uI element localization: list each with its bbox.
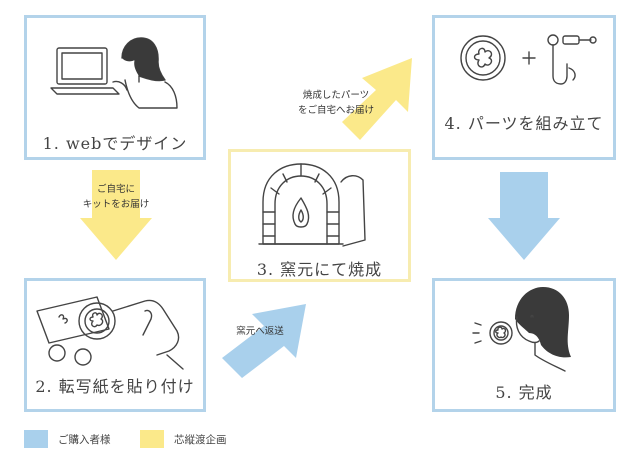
step-2-label: 2. 転写紙を貼り付け [35,377,195,396]
legend-company: 芯縦渡企画 [140,428,227,450]
kiln-with-fire-icon [258,163,366,247]
parts-delivery-line-2: をご自宅へお届け [297,105,374,116]
person-with-earring-icon [472,287,571,372]
step-3-box: 3. 窯元にて焼成 [228,149,411,282]
parts-delivery-text: 焼成したパーツ をご自宅へお届け [288,88,384,118]
step-2-box: 2. 転写紙を貼り付け [24,278,206,412]
legend-company-swatch [140,430,164,448]
kit-delivery-text: ご自宅に キットをお届け [66,182,166,212]
step-5-box: 5. 完成 [432,278,616,412]
step-5-label: 5. 完成 [495,383,553,402]
kit-delivery-line-1: ご自宅に [96,184,135,195]
person-with-laptop-icon [50,37,178,109]
step-4-label: 4. パーツを組み立て [444,114,604,133]
legend-buyer: ご購入者様 [24,428,111,450]
hand-stamp-transfer-icon [36,296,184,370]
step-1-label: 1. webでデザイン [42,134,188,153]
button-plus-earring-clip-icon [460,34,597,85]
yellow-arrow-diagonal [342,58,412,140]
kit-delivery-line-2: キットをお届け [82,199,150,210]
legend-buyer-label: ご購入者様 [58,433,111,446]
yellow-arrow-down [80,170,152,260]
legend-company-label: 芯縦渡企画 [174,433,227,446]
step-3-label: 3. 窯元にて焼成 [256,260,383,279]
step-4-box: 4. パーツを組み立て [432,15,616,160]
parts-delivery-line-1: 焼成したパーツ [302,90,370,101]
blue-arrow-down [488,172,560,260]
blue-arrow-diagonal [222,304,306,378]
return-to-kiln-text: 窯元へ返送 [236,326,284,337]
step-1-box: 1. webでデザイン [24,15,206,160]
legend-buyer-swatch [24,430,48,448]
